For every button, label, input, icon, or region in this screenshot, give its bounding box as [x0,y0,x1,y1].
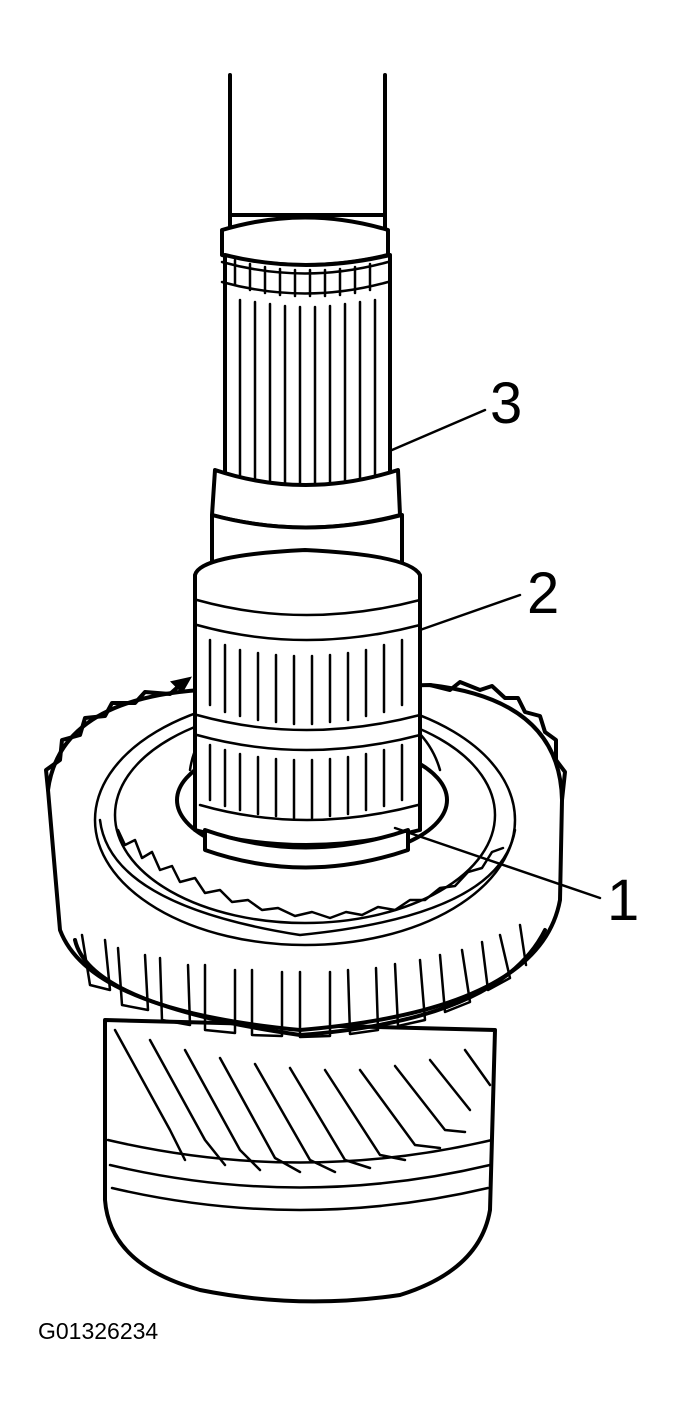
figure-code: G01326234 [38,1318,159,1344]
leader-line-2 [418,593,522,632]
helical-gear [103,1018,497,1304]
leader-line-1 [393,826,602,900]
arrow-marker [170,676,192,694]
leader-line-3 [390,408,487,452]
shaft [210,73,404,615]
callout-label-3: 3 [490,371,523,436]
callout-label-2: 2 [527,561,560,626]
callout-label-1: 1 [607,868,640,933]
leader-lines [390,408,602,900]
needle-bearing [193,548,422,870]
